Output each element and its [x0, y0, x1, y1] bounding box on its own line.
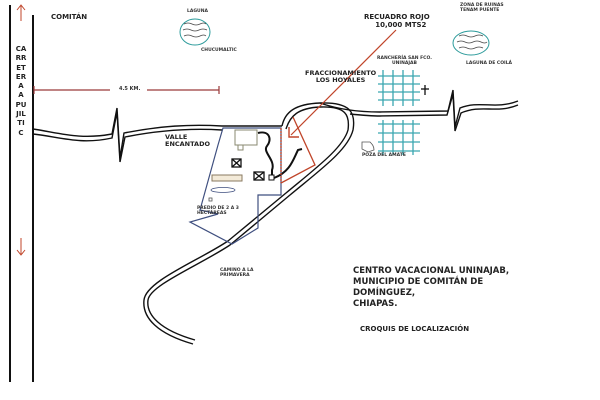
ruins-line2: TENAM PUENTE: [460, 8, 500, 14]
south-arrow-icon: [16, 238, 26, 256]
ruins-line1: ZONA DE RUINAS: [460, 3, 504, 8]
pond: [210, 187, 236, 193]
info-line1: CENTRO VACACIONAL UNINAJAB,: [353, 266, 510, 276]
small-building: [208, 197, 213, 202]
city-label: COMITÁN: [51, 13, 88, 21]
north-arrow-icon: [16, 4, 26, 21]
building: [237, 144, 244, 151]
camino-line2: PRIMAVERA: [220, 273, 250, 279]
rancheria-line2: UNINAJAB: [391, 61, 417, 67]
church-cross-icon: [421, 85, 429, 95]
camino-line1: CAMINO A LA: [220, 268, 254, 273]
fracc-line2: LOS HOYALES: [315, 76, 366, 85]
valle-line2: ENCANTADO: [165, 140, 211, 149]
building: [234, 129, 258, 146]
red-box-edge: [280, 116, 316, 184]
pool: [211, 174, 243, 182]
lagoon-chucumaltic: [179, 18, 211, 46]
arrow-head-icon: [288, 127, 299, 138]
gate: [268, 174, 275, 181]
predio-line1: PREDIO DE 2 A 3: [197, 206, 239, 211]
rancheria-label: RANCHERÍA SAN FCO.UNINAJAB: [377, 56, 432, 66]
structure-x-icon: [253, 171, 265, 181]
predio-line2: HECTÁREAS: [197, 211, 227, 217]
lagoon1-label: LAGUNA: [187, 9, 208, 14]
main-road: [32, 89, 519, 345]
highway-label: CARRETERA A PUJILTIC: [15, 45, 27, 137]
distance-marker: [33, 86, 220, 94]
info-line4: CHIAPAS.: [353, 299, 398, 309]
poza-label: POZA DEL AMATE: [362, 153, 406, 158]
lagoon-coila: [452, 30, 490, 56]
red-box-label-line1: RECUADRO ROJO: [364, 13, 430, 21]
fracc-line1: FRACCIONAMIENTO: [305, 69, 377, 77]
distance-label: 4.5 KM.: [119, 86, 141, 92]
info-block: CENTRO VACACIONAL UNINAJAB, MUNICIPIO DE…: [353, 266, 509, 310]
parcel-boundary: [188, 127, 282, 245]
red-box-label-line2: 10,000 MTS2: [375, 21, 427, 30]
lagoon1-name: CHUCUMALTIC: [201, 48, 237, 53]
poza-icon: [361, 141, 375, 153]
rancheria-line1: RANCHERÍA SAN FCO.: [377, 56, 432, 61]
settlement-grid-south: [378, 120, 420, 155]
map-caption: CROQUIS DE LOCALIZACIÓN: [360, 325, 470, 333]
settlement-grid-north: [378, 70, 420, 106]
red-box-pointer: [290, 29, 397, 136]
lagoon2-label: LAGUNA DE COILÁ: [466, 61, 513, 66]
info-line2: MUNICIPIO DE COMITÁN DE: [353, 277, 484, 287]
info-line3: DOMÍNGUEZ,: [353, 288, 416, 298]
access-path: [273, 148, 303, 179]
valle-line1: VALLE: [165, 133, 188, 141]
access-path: [257, 131, 274, 176]
structure-x-icon: [231, 158, 242, 168]
